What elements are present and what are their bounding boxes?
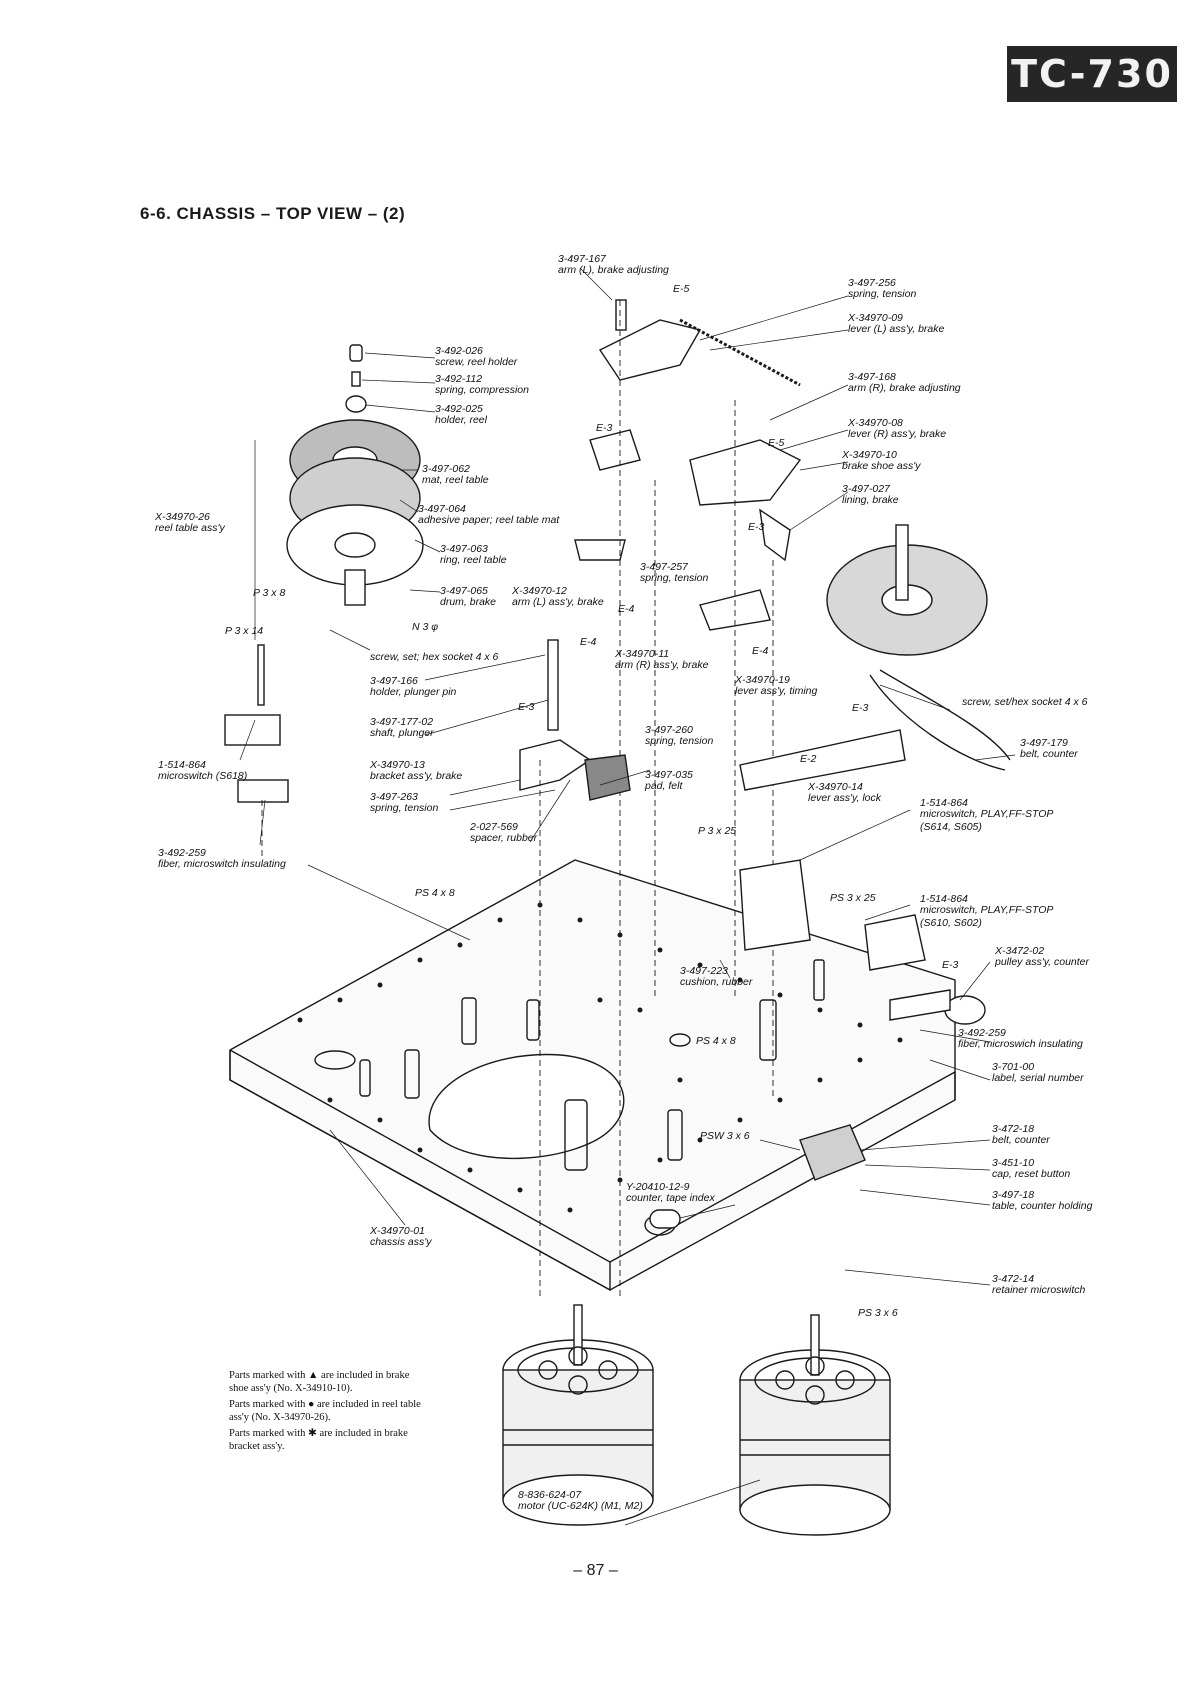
callout-ps3x25: PS 3 x 25: [830, 892, 876, 904]
callout-ps4x8-a: PS 4 x 8: [415, 887, 455, 899]
callout-e2: E-2: [800, 753, 817, 765]
section-title: 6-6. CHASSIS – TOP VIEW – (2): [140, 204, 406, 223]
callout-p3x8: P 3 x 8: [253, 587, 286, 599]
callout-e3-c: E-3: [852, 702, 869, 714]
callout-psw3x6: PSW 3 x 6: [700, 1130, 750, 1142]
leader-lines: [239, 267, 1016, 1526]
microswitch-left: [224, 644, 289, 860]
footnote-brake-bracket: Parts marked with ✱ are included in brak…: [229, 1428, 408, 1452]
callout-e5-b: E-5: [768, 437, 785, 449]
left-reel-table: [286, 344, 424, 606]
callout-e4-c: E-4: [752, 645, 769, 657]
right-reel-table: [826, 524, 1011, 771]
callout-s614-s605: (S614, S605): [920, 821, 982, 833]
motor-right: [739, 1314, 891, 1536]
callout-p3x14: P 3 x 14: [225, 625, 264, 637]
callout-n3: N 3 φ: [412, 621, 439, 633]
chassis-holes: [297, 902, 903, 1213]
page-number: – 87 –: [573, 1562, 618, 1579]
callout-ps3x6: PS 3 x 6: [858, 1307, 898, 1319]
footnote-reel-table: Parts marked with ● are included in reel…: [229, 1399, 421, 1423]
model-badge: TC-730: [1007, 46, 1177, 102]
callout-p3x25: P 3 x 25: [698, 825, 737, 837]
callout-e5-top: E-5: [673, 283, 690, 295]
footnotes: Parts marked with ▲ are included in brak…: [229, 1370, 429, 1457]
callout-e3-d: E-3: [518, 701, 535, 713]
callout-set-screw-left: screw, set; hex socket 4 x 6: [370, 651, 499, 663]
chassis-posts: [359, 959, 825, 1171]
chassis-plate: [229, 859, 956, 1292]
brake-mechanism: [574, 299, 802, 1300]
callout-e4-b: E-4: [580, 636, 597, 648]
callout-ps4x8-b: PS 4 x 8: [696, 1035, 736, 1047]
callout-e3-a: E-3: [596, 422, 613, 434]
callout-s610-s602: (S610, S602): [920, 917, 982, 929]
right-mechanism: [649, 729, 986, 1229]
callout-set-screw-right: screw, set/hex socket 4 x 6: [962, 696, 1088, 708]
motor-left: [502, 1304, 654, 1526]
callout-e4-a: E-4: [618, 603, 635, 615]
callout-e3-e: E-3: [942, 959, 959, 971]
footnote-brake-shoe: Parts marked with ▲ are included in brak…: [229, 1370, 410, 1394]
callout-e3-b: E-3: [748, 521, 765, 533]
plunger-bracket: [519, 639, 631, 1300]
